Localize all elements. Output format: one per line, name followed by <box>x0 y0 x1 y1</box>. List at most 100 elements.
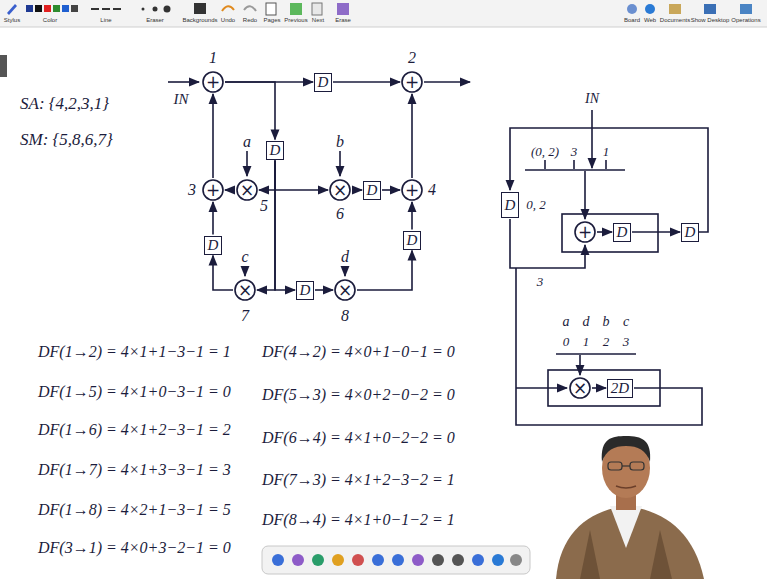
toolbar-label: Web <box>644 17 656 24</box>
delay-box: 2D <box>607 379 633 398</box>
node-symbol: × <box>240 182 254 199</box>
signal-edge <box>212 202 214 235</box>
multiplier-node: ×7 <box>234 279 256 301</box>
folding-equation: DF(5→3) = 4×0+2−0−2 = 0 <box>262 386 455 404</box>
schedule-set: SM: {5,8,6,7} <box>20 131 113 150</box>
node-symbol: × <box>338 282 352 299</box>
adder-node: +3 <box>202 179 224 201</box>
bottom-toolbar <box>262 546 530 574</box>
signal-edge <box>257 161 275 291</box>
node-symbol: D <box>685 225 696 240</box>
signal-edge <box>275 161 328 191</box>
node-symbol: D <box>407 233 418 248</box>
signal-edge <box>411 202 413 230</box>
node-symbol: + <box>206 182 220 199</box>
delay-box: D <box>501 192 519 218</box>
node-symbol: + <box>405 74 419 91</box>
signal-edge <box>315 289 333 291</box>
toolbar-label: Pages <box>263 17 280 24</box>
folding-equation: DF(6→4) = 4×1+0−2−2 = 0 <box>262 429 455 447</box>
signal-label: 0, 2 <box>526 198 546 212</box>
toolbar-label: Next <box>312 17 324 24</box>
signal-label: IN <box>585 91 599 106</box>
toolbar-label: Redo <box>243 17 257 24</box>
side-tab <box>0 55 7 77</box>
delay-box: D <box>296 281 314 300</box>
toolbar-label: Color <box>43 17 57 24</box>
folding-equation: DF(1→2) = 4×1+1−3−1 = 1 <box>38 343 231 361</box>
node-number: 5 <box>260 198 268 214</box>
signal-wires <box>168 82 470 276</box>
signal-edge <box>592 387 606 389</box>
node-symbol: D <box>617 225 628 240</box>
signal-edge <box>357 251 412 291</box>
toolbar-label: Operations <box>731 17 760 24</box>
delay-box: D <box>204 236 222 255</box>
signal-edge <box>225 82 275 140</box>
signal-label: 3 <box>623 335 630 349</box>
toolbar-label: Board <box>624 17 640 24</box>
delay-box: D <box>613 223 631 242</box>
signal-edge <box>382 189 400 191</box>
delay-box: D <box>681 223 699 242</box>
folding-equation: DF(1→7) = 4×1+3−3−1 = 3 <box>38 461 231 479</box>
multiplier-node: × <box>569 377 591 399</box>
signal-edge <box>333 81 400 83</box>
signal-label: d <box>341 248 349 266</box>
node-symbol: + <box>578 224 592 241</box>
delay-box: D <box>403 231 421 250</box>
signal-label: 1 <box>583 335 590 349</box>
signal-edge <box>212 94 214 178</box>
node-symbol: D <box>300 283 311 298</box>
folding-equation: DF(1→6) = 4×1+2−3−1 = 2 <box>38 421 231 439</box>
signal-label: b <box>336 133 344 151</box>
signal-edge <box>411 94 413 178</box>
toolbar-label: Erase <box>335 17 351 24</box>
folding-equation: DF(8→4) = 4×1+0−1−2 = 1 <box>262 511 455 529</box>
multiplier-node: ×8 <box>334 279 356 301</box>
folding-equation: DF(1→5) = 4×1+0−3−1 = 0 <box>38 383 231 401</box>
signal-edge <box>352 189 362 191</box>
node-symbol: D <box>505 198 516 213</box>
delay-box: D <box>363 181 381 200</box>
node-number: 7 <box>241 308 249 324</box>
delay-box: D <box>266 141 284 160</box>
signal-label: d <box>583 314 590 329</box>
schedule-set: SA: {4,2,3,1} <box>20 95 109 114</box>
adder-node: +4 <box>401 179 423 201</box>
folding-equation: DF(4→2) = 4×0+1−0−1 = 0 <box>262 343 455 361</box>
node-number: 2 <box>408 50 416 66</box>
signal-label: c <box>241 248 248 266</box>
toolbar <box>0 0 767 27</box>
node-number: 1 <box>209 50 217 66</box>
presenter-photo <box>556 436 704 579</box>
node-symbol: D <box>208 238 219 253</box>
toolbar-label: Previous <box>284 17 307 24</box>
signal-label: IN <box>174 91 189 108</box>
node-symbol: D <box>367 183 378 198</box>
node-number: 3 <box>188 182 196 198</box>
signal-edge <box>275 161 295 291</box>
toolbar-label: Documents <box>660 17 690 24</box>
node-number: 4 <box>428 182 436 198</box>
node-symbol: D <box>270 143 281 158</box>
toolbar-label: Stylus <box>4 17 20 24</box>
signal-label: 2 <box>603 335 610 349</box>
toolbar-label: Undo <box>221 17 235 24</box>
signal-label: 1 <box>603 145 610 159</box>
toolbar-label: Eraser <box>146 17 164 24</box>
node-symbol: 2D <box>611 381 629 396</box>
signal-label: (0, 2) <box>531 145 559 159</box>
adder-node: +1 <box>202 71 224 93</box>
signal-label: a <box>243 133 251 151</box>
adder-node: +2 <box>401 71 423 93</box>
signal-label: c <box>623 314 629 329</box>
signal-label: 0 <box>563 335 570 349</box>
node-symbol: × <box>238 282 252 299</box>
signal-edge <box>597 231 612 233</box>
multiplier-node: ×5 <box>236 179 258 201</box>
delay-box: D <box>314 73 332 92</box>
node-symbol: × <box>333 182 347 199</box>
toolbar-label: Line <box>100 17 111 24</box>
